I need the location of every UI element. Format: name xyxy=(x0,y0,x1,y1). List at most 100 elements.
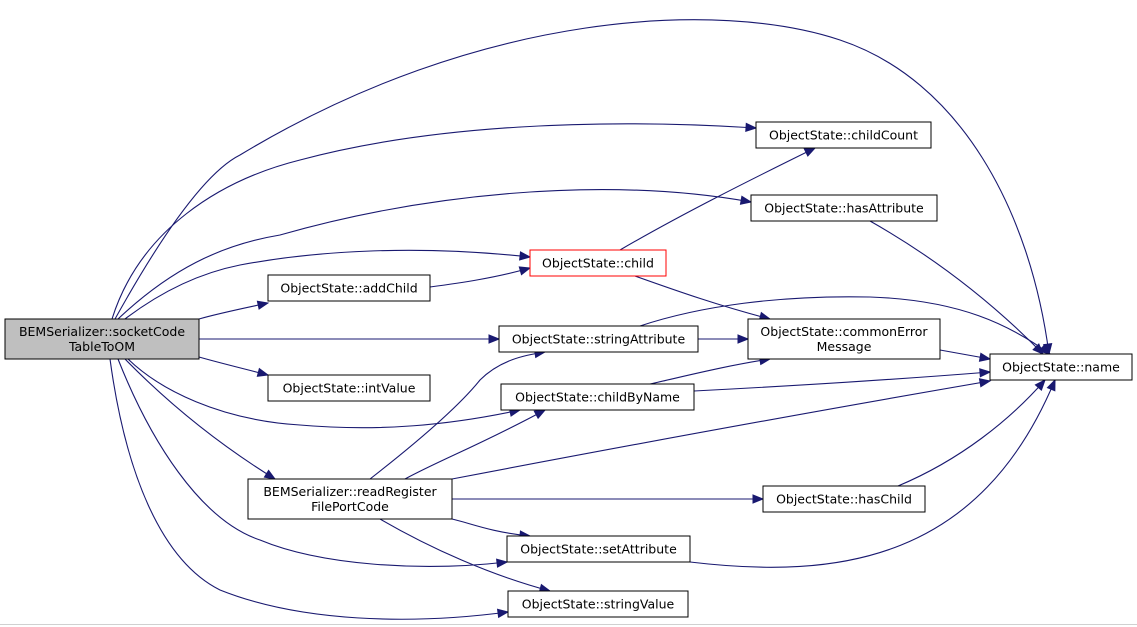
node-stringValue[interactable]: ObjectState::stringValue xyxy=(507,590,689,618)
edge-root-to-readRegister xyxy=(124,358,277,480)
arrowhead-icon xyxy=(978,378,992,388)
node-label: ObjectState::childByName xyxy=(515,390,680,405)
edge-stringAttribute-to-name xyxy=(639,296,1052,355)
node-box xyxy=(529,249,667,277)
node-label: ObjectState::childCount xyxy=(769,128,918,143)
edge-line xyxy=(198,302,269,320)
node-label: BEMSerializer::socketCode xyxy=(19,324,185,339)
edge-root-to-stringAttribute xyxy=(199,334,501,344)
edge-stringAttribute-to-commonErrorMessage xyxy=(698,334,750,344)
arrowhead-icon xyxy=(533,409,547,420)
node-box xyxy=(498,325,699,353)
node-childCount[interactable]: ObjectState::childCount xyxy=(755,121,932,149)
node-box xyxy=(506,535,691,563)
arrowhead-icon xyxy=(803,147,817,157)
edge-setAttribute-to-name xyxy=(689,378,1056,568)
edge-root-to-setAttribute xyxy=(117,358,509,568)
arrowhead-icon xyxy=(752,494,765,504)
node-hasChild[interactable]: ObjectState::hasChild xyxy=(762,485,926,513)
edge-child-to-commonErrorMessage xyxy=(634,275,772,321)
arrowhead-icon xyxy=(488,334,501,344)
node-box xyxy=(762,485,926,513)
edge-root-to-hasAttribute xyxy=(117,189,753,320)
arrowhead-icon xyxy=(518,266,532,276)
edge-line xyxy=(689,379,1056,568)
edge-addChild-to-child xyxy=(429,266,532,288)
arrowhead-icon xyxy=(979,368,992,378)
edge-line xyxy=(451,518,531,537)
node-label: ObjectState::addChild xyxy=(280,281,417,296)
edge-line xyxy=(124,249,531,320)
edge-line xyxy=(649,358,771,385)
edge-line xyxy=(429,267,531,288)
node-label: BEMSerializer::readRegister xyxy=(263,484,437,499)
node-label: ObjectState::hasAttribute xyxy=(764,201,924,216)
arrowhead-icon xyxy=(1038,344,1052,355)
node-label: TableToOM xyxy=(68,339,135,354)
node-hasAttribute[interactable]: ObjectState::hasAttribute xyxy=(750,194,938,222)
node-label: ObjectState::intValue xyxy=(283,381,416,396)
edge-line xyxy=(619,147,816,251)
arrowhead-icon xyxy=(745,122,758,133)
edge-line xyxy=(198,356,269,376)
arrowhead-icon xyxy=(978,352,992,362)
bottom-border xyxy=(0,624,1137,625)
node-box xyxy=(247,478,453,520)
node-stringAttribute[interactable]: ObjectState::stringAttribute xyxy=(498,325,699,353)
node-box xyxy=(267,374,431,402)
node-label: ObjectState::setAttribute xyxy=(520,542,677,557)
edge-commonErrorMessage-to-name xyxy=(939,349,992,362)
arrowhead-icon xyxy=(1034,378,1046,392)
edge-line xyxy=(127,358,521,429)
edge-line xyxy=(117,358,508,567)
edge-line xyxy=(693,371,991,392)
edge-line xyxy=(111,123,757,320)
node-intValue[interactable]: ObjectState::intValue xyxy=(267,374,431,402)
edge-hasChild-to-name xyxy=(897,378,1046,487)
edge-line xyxy=(404,409,546,480)
arrowhead-icon xyxy=(263,469,277,480)
node-label: ObjectState::name xyxy=(1002,360,1120,375)
edge-readRegister-to-stringAttribute xyxy=(369,348,547,480)
node-addChild[interactable]: ObjectState::addChild xyxy=(267,274,431,302)
edge-line xyxy=(639,296,1051,355)
arrowhead-icon xyxy=(519,251,532,261)
edge-line xyxy=(869,220,1044,355)
node-label: FilePortCode xyxy=(311,499,389,514)
node-box xyxy=(507,590,689,618)
edge-readRegister-to-hasChild xyxy=(452,494,765,504)
node-label: ObjectState::stringAttribute xyxy=(512,332,686,347)
node-name[interactable]: ObjectState::name xyxy=(989,353,1133,381)
node-label: ObjectState::stringValue xyxy=(522,597,675,612)
edge-readRegister-to-childByName xyxy=(404,409,547,480)
edge-root-to-name xyxy=(114,19,1053,356)
edge-line xyxy=(114,19,1050,355)
node-label: ObjectState::commonError xyxy=(760,324,928,339)
edge-line xyxy=(117,189,752,320)
edge-root-to-addChild xyxy=(198,300,270,320)
node-setAttribute[interactable]: ObjectState::setAttribute xyxy=(506,535,691,563)
node-box xyxy=(755,121,932,149)
arrowhead-icon xyxy=(739,195,753,205)
edges-layer xyxy=(109,19,1056,620)
node-box xyxy=(4,318,200,360)
node-box xyxy=(750,194,938,222)
arrowhead-icon xyxy=(256,300,270,310)
nodes-layer: BEMSerializer::socketCodeTableToOMObject… xyxy=(4,121,1133,618)
edge-line xyxy=(109,358,509,620)
arrowhead-icon xyxy=(737,334,750,344)
node-childByName[interactable]: ObjectState::childByName xyxy=(500,383,695,411)
node-label: ObjectState::child xyxy=(542,256,654,271)
arrowhead-icon xyxy=(256,367,270,377)
node-child[interactable]: ObjectState::child xyxy=(529,249,667,277)
arrowhead-icon xyxy=(1046,378,1056,392)
node-label: ObjectState::hasChild xyxy=(776,492,912,507)
arrowhead-icon xyxy=(496,558,509,568)
node-label: Message xyxy=(817,339,872,354)
edge-line xyxy=(124,358,276,480)
edge-root-to-childCount xyxy=(111,122,758,320)
